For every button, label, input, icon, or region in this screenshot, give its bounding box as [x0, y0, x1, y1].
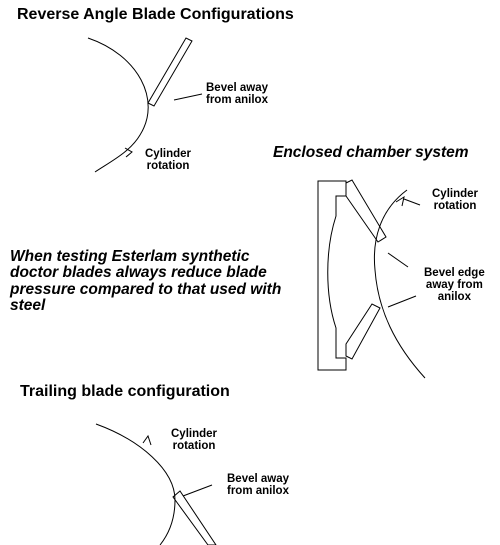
- reverse-rotation-arrow-icon: [124, 147, 133, 158]
- enclosed-bevel-label-line1: Bevel edge: [424, 267, 485, 279]
- chamber-rotation-pointer: [403, 198, 421, 206]
- trailing-bevel-pointer: [182, 484, 213, 497]
- trailing-doctor-blade: [172, 490, 217, 545]
- trailing-cylinder-arc: [95, 423, 176, 545]
- trailing-bevel-label: Bevel away from anilox: [227, 473, 289, 497]
- note-line1: When testing Esterlam synthetic: [10, 248, 250, 265]
- chamber-bevel-pointer-top: [387, 252, 409, 268]
- note-line3: pressure compared to that used with: [10, 280, 282, 298]
- enclosed-rotation-label-line1: Cylinder: [432, 188, 479, 200]
- trailing-rotation-arrow-icon: [142, 434, 152, 446]
- reverse-rotation-label-line2: rotation: [146, 160, 190, 173]
- chamber-upper-blade: [345, 179, 387, 243]
- chamber-bevel-pointer-bottom: [387, 295, 417, 308]
- trailing-rotation-label-line1: Cylinder: [171, 428, 218, 440]
- trailing-bevel-label-line1: Bevel away: [227, 473, 290, 485]
- trailing-bevel-label-line2: from anilox: [227, 485, 289, 498]
- reverse-cylinder-arc: [87, 37, 149, 173]
- trailing-rotation-label-line2: rotation: [172, 440, 216, 453]
- enclosed-bevel-label: Bevel edge away from anilox: [424, 267, 485, 303]
- chamber-rotation-arrow-icon: [395, 195, 405, 207]
- enclosed-rotation-label: Cylinder rotation: [432, 188, 478, 212]
- reverse-bevel-label: Bevel away from anilox: [206, 82, 268, 106]
- enclosed-bevel-label-line3: anilox: [437, 291, 471, 304]
- trailing-title: Trailing blade configuration: [20, 383, 230, 400]
- reverse-rotation-label-line1: Cylinder: [145, 148, 192, 160]
- reverse-rotation-label: Cylinder rotation: [145, 148, 191, 172]
- enclosed-title: Enclosed chamber system: [273, 144, 469, 161]
- enclosed-bevel-label-line2: away from: [425, 279, 483, 292]
- chamber-body: [317, 180, 347, 371]
- chamber-lower-blade: [345, 303, 381, 360]
- reverse-doctor-blade: [147, 37, 193, 107]
- reverse-title: Reverse Angle Blade Configurations: [17, 6, 294, 23]
- enclosed-rotation-label-line2: rotation: [433, 200, 477, 213]
- esterlam-note: When testing Esterlam synthetic doctor b…: [10, 248, 282, 314]
- reverse-bevel-pointer: [173, 93, 203, 101]
- trailing-rotation-label: Cylinder rotation: [171, 428, 217, 452]
- reverse-bevel-label-line2: from anilox: [206, 94, 268, 107]
- reverse-bevel-label-line1: Bevel away: [206, 82, 269, 94]
- note-line2: doctor blades always reduce blade: [10, 264, 267, 282]
- chamber-cylinder-arc: [373, 189, 426, 379]
- note-line4: steel: [10, 296, 46, 314]
